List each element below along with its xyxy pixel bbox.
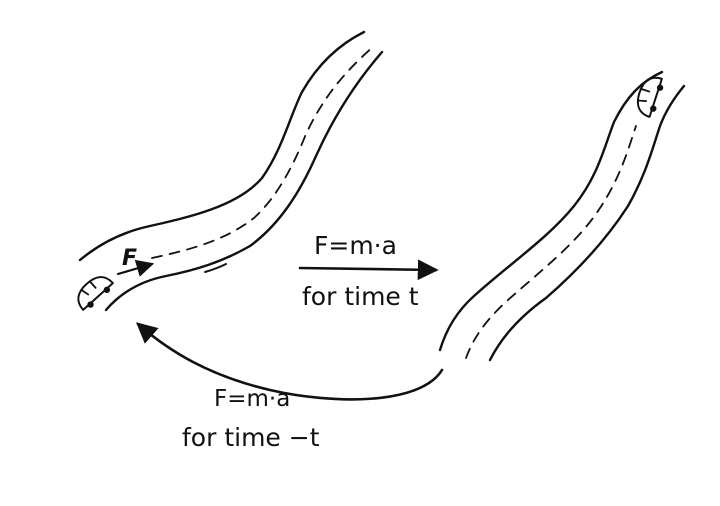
left-road-inner-edge <box>104 50 384 312</box>
reverse-arrow <box>136 322 444 401</box>
forward-arrow <box>298 259 439 281</box>
car-icon-right <box>636 76 664 118</box>
left-road-outer-edge <box>78 30 366 262</box>
force-arrow <box>116 259 155 277</box>
right-road-inner-edge <box>488 84 686 362</box>
force-label: F <box>122 246 137 271</box>
reverse-duration: for time −t <box>182 423 320 452</box>
left-road-center-dashes <box>151 45 375 259</box>
forward-equation: F=m·a <box>314 231 397 260</box>
right-road-outer-edge <box>438 70 664 352</box>
right-road-center-dashes <box>465 125 637 359</box>
right-road <box>438 70 686 362</box>
left-road-shoulder-mark <box>204 263 227 273</box>
left-road <box>78 30 384 312</box>
reverse-equation: F=m·a <box>214 386 290 412</box>
car-icon <box>77 276 114 311</box>
forward-duration: for time t <box>302 282 419 311</box>
